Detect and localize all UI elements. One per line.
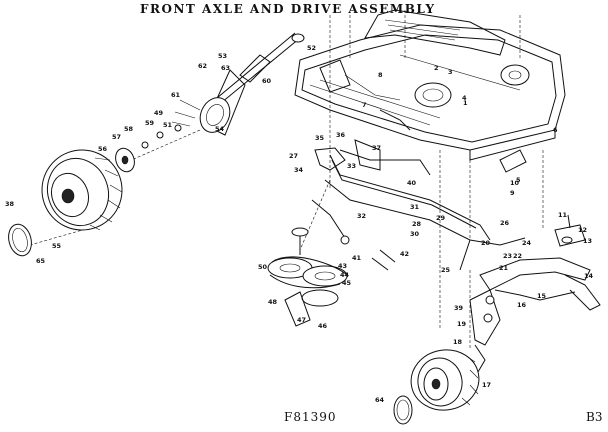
callout-50: 50	[258, 263, 268, 271]
callout-22: 22	[513, 252, 522, 260]
callout-45: 45	[342, 279, 352, 287]
callout-27: 27	[289, 152, 298, 160]
callout-43: 43	[338, 262, 347, 270]
callout-4: 4	[462, 94, 467, 102]
diagram-title: FRONT AXLE AND DRIVE ASSEMBLY	[140, 2, 436, 16]
callout-65: 65	[36, 257, 46, 265]
callout-21: 21	[499, 264, 509, 272]
callout-16: 16	[517, 301, 527, 309]
callout-34: 34	[294, 166, 304, 174]
callout-46: 46	[318, 322, 328, 330]
callout-26: 26	[500, 219, 510, 227]
callout-40: 40	[407, 179, 417, 187]
callout-24: 24	[522, 239, 532, 247]
callout-38: 38	[5, 200, 15, 208]
callout-31: 31	[410, 203, 420, 211]
callout-6: 6	[553, 126, 558, 134]
callout-42: 42	[400, 250, 409, 258]
callout-12: 12	[578, 226, 587, 234]
callout-10: 10	[510, 179, 520, 187]
callout-61: 61	[171, 91, 181, 99]
callout-49: 49	[154, 109, 164, 117]
drive-pulley-assembly	[267, 227, 348, 327]
callout-7: 7	[362, 101, 367, 109]
callout-28: 28	[412, 220, 422, 228]
callout-32: 32	[357, 212, 366, 220]
callout-47: 47	[297, 316, 306, 324]
callout-2: 2	[434, 64, 439, 72]
callout-37: 37	[372, 144, 381, 152]
callout-64: 64	[375, 396, 385, 404]
callout-14: 14	[584, 272, 594, 280]
steering-column	[141, 32, 305, 149]
callout-39: 39	[454, 304, 464, 312]
callout-58: 58	[124, 125, 134, 133]
callout-54: 54	[215, 125, 225, 133]
callout-17: 17	[482, 381, 491, 389]
right-spindle-assembly	[469, 214, 601, 373]
callout-25: 25	[441, 266, 451, 274]
callout-1: 1	[463, 99, 468, 107]
callout-48: 48	[268, 298, 278, 306]
left-front-wheel	[41, 147, 135, 231]
callout-5: 5	[516, 176, 521, 184]
callout-18: 18	[453, 338, 463, 346]
callout-62: 62	[198, 62, 207, 70]
callout-51: 51	[163, 121, 173, 129]
callout-33: 33	[347, 162, 356, 170]
callout-29: 29	[436, 214, 446, 222]
callout-20: 20	[481, 239, 491, 247]
callout-57: 57	[112, 133, 121, 141]
callout-52: 52	[307, 44, 316, 52]
callout-35: 35	[315, 134, 325, 142]
callout-8: 8	[378, 71, 383, 79]
callout-11: 11	[558, 211, 568, 219]
callout-60: 60	[262, 77, 272, 85]
callout-19: 19	[457, 320, 467, 328]
callout-41: 41	[352, 254, 362, 262]
callout-3: 3	[448, 68, 453, 76]
right-front-wheel	[410, 349, 480, 411]
callout-30: 30	[410, 230, 420, 238]
callout-53: 53	[218, 52, 227, 60]
callout-44: 44	[340, 271, 350, 279]
callout-56: 56	[98, 145, 108, 153]
linkage-rods	[311, 139, 526, 271]
right-hub-cap	[393, 395, 413, 425]
callout-13: 13	[583, 237, 592, 245]
callout-36: 36	[336, 131, 346, 139]
callout-labels: 1 2 3 4 5 6 7 8 9 10 11 12 13 14 15 16 1…	[5, 44, 594, 404]
left-hub-cap	[8, 223, 32, 257]
callout-59: 59	[145, 119, 155, 127]
figure-number: F81390	[284, 410, 337, 424]
callout-9: 9	[510, 189, 515, 197]
callout-23: 23	[503, 252, 512, 260]
chassis-frame	[294, 9, 566, 173]
callout-55: 55	[52, 242, 62, 250]
callout-15: 15	[537, 292, 547, 300]
page-code: B3	[586, 410, 603, 424]
callout-63: 63	[221, 64, 230, 72]
